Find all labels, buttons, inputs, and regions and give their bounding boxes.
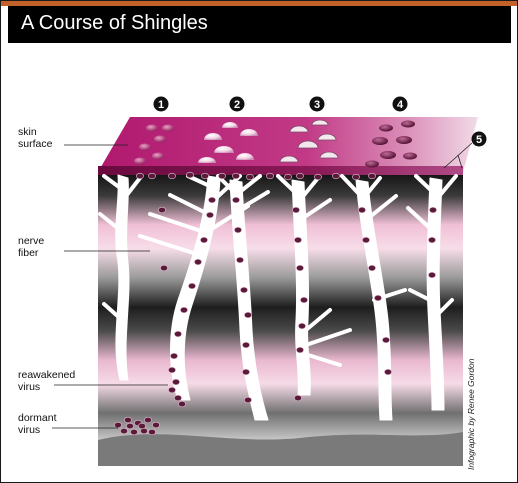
virus-particle: [148, 173, 155, 179]
step-number-2: 2: [234, 99, 240, 111]
virus-particle: [120, 428, 127, 434]
label-skin-surface: skin surface: [18, 126, 52, 150]
virus-particle: [296, 173, 303, 179]
virus-particle: [266, 173, 273, 179]
virus-particle: [178, 401, 185, 407]
virus-particle: [296, 265, 303, 271]
virus-particle: [294, 237, 301, 243]
step-marker-1: 1: [154, 97, 169, 112]
label-nerve-fiber: nerve fiber: [18, 235, 44, 259]
virus-particle: [168, 173, 175, 179]
virus-particle: [188, 283, 195, 289]
label-reawakened-line1: reawakened: [18, 369, 75, 381]
virus-particle: [148, 429, 155, 435]
virus-particle: [314, 174, 321, 180]
virus-particle: [234, 227, 241, 233]
virus-particle: [206, 212, 213, 218]
label-skin-line2: surface: [18, 138, 52, 150]
step-number-3: 3: [314, 99, 320, 111]
virus-particle: [232, 197, 239, 203]
virus-particle: [292, 207, 299, 213]
label-nerve-line1: nerve: [18, 235, 44, 247]
label-dormant-line1: dormant: [18, 412, 57, 424]
virus-particle: [368, 173, 375, 179]
virus-particle: [180, 307, 187, 313]
virus-particle: [298, 323, 305, 329]
label-dormant-virus: dormant virus: [18, 412, 57, 436]
virus-particle: [126, 423, 133, 429]
virus-particle: [144, 417, 151, 423]
label-reawakened-line2: virus: [18, 381, 75, 393]
virus-particle: [172, 379, 179, 385]
label-skin-line1: skin: [18, 126, 52, 138]
virus-particle: [382, 337, 389, 343]
virus-particle: [170, 353, 177, 359]
step-number-4: 4: [397, 99, 404, 111]
virus-particle: [174, 331, 181, 337]
virus-particle: [160, 265, 167, 271]
label-reawakened-virus: reawakened virus: [18, 369, 75, 393]
step-number-5: 5: [476, 134, 482, 146]
credit-line: Infographic by Renee Gordon: [466, 358, 476, 470]
virus-particle: [244, 397, 251, 403]
virus-particle: [208, 197, 215, 203]
virus-particle: [152, 422, 159, 428]
virus-particle: [294, 395, 301, 401]
virus-particle: [114, 422, 121, 428]
virus-particle: [242, 369, 249, 375]
virus-particle: [332, 173, 339, 179]
step-marker-4: 4: [393, 97, 408, 112]
virus-particle: [200, 237, 207, 243]
virus-particle: [428, 237, 435, 243]
virus-particle: [124, 417, 131, 423]
virus-particle: [240, 287, 247, 293]
virus-particle: [428, 272, 435, 278]
virus-particle: [300, 297, 307, 303]
step-marker-2: 2: [230, 97, 245, 112]
virus-particle: [201, 173, 208, 179]
virus-particle: [136, 173, 143, 179]
virus-particle: [194, 259, 201, 265]
virus-particle: [374, 295, 381, 301]
virus-particle: [158, 207, 165, 213]
virus-particle: [242, 342, 249, 348]
virus-particle: [244, 312, 251, 318]
virus-particle: [236, 257, 243, 263]
virus-particle: [232, 173, 239, 179]
virus-particle: [296, 347, 303, 353]
virus-particle: [358, 207, 365, 213]
step-marker-3: 3: [310, 97, 325, 112]
virus-particle: [130, 429, 137, 435]
label-dormant-line2: virus: [18, 424, 57, 436]
virus-particle: [352, 174, 359, 180]
virus-particle: [246, 174, 253, 180]
virus-particle: [368, 265, 375, 271]
step-number-1: 1: [158, 99, 164, 111]
virus-particle: [168, 367, 175, 373]
virus-particle: [384, 369, 391, 375]
virus-particle: [429, 207, 436, 213]
virus-particle: [284, 174, 291, 180]
virus-particle: [138, 423, 145, 429]
virus-particle: [218, 173, 225, 179]
virus-particle: [168, 387, 175, 393]
virus-particle: [174, 395, 181, 401]
label-nerve-line2: fiber: [18, 247, 44, 259]
virus-particle: [362, 237, 369, 243]
virus-particle: [186, 172, 193, 178]
